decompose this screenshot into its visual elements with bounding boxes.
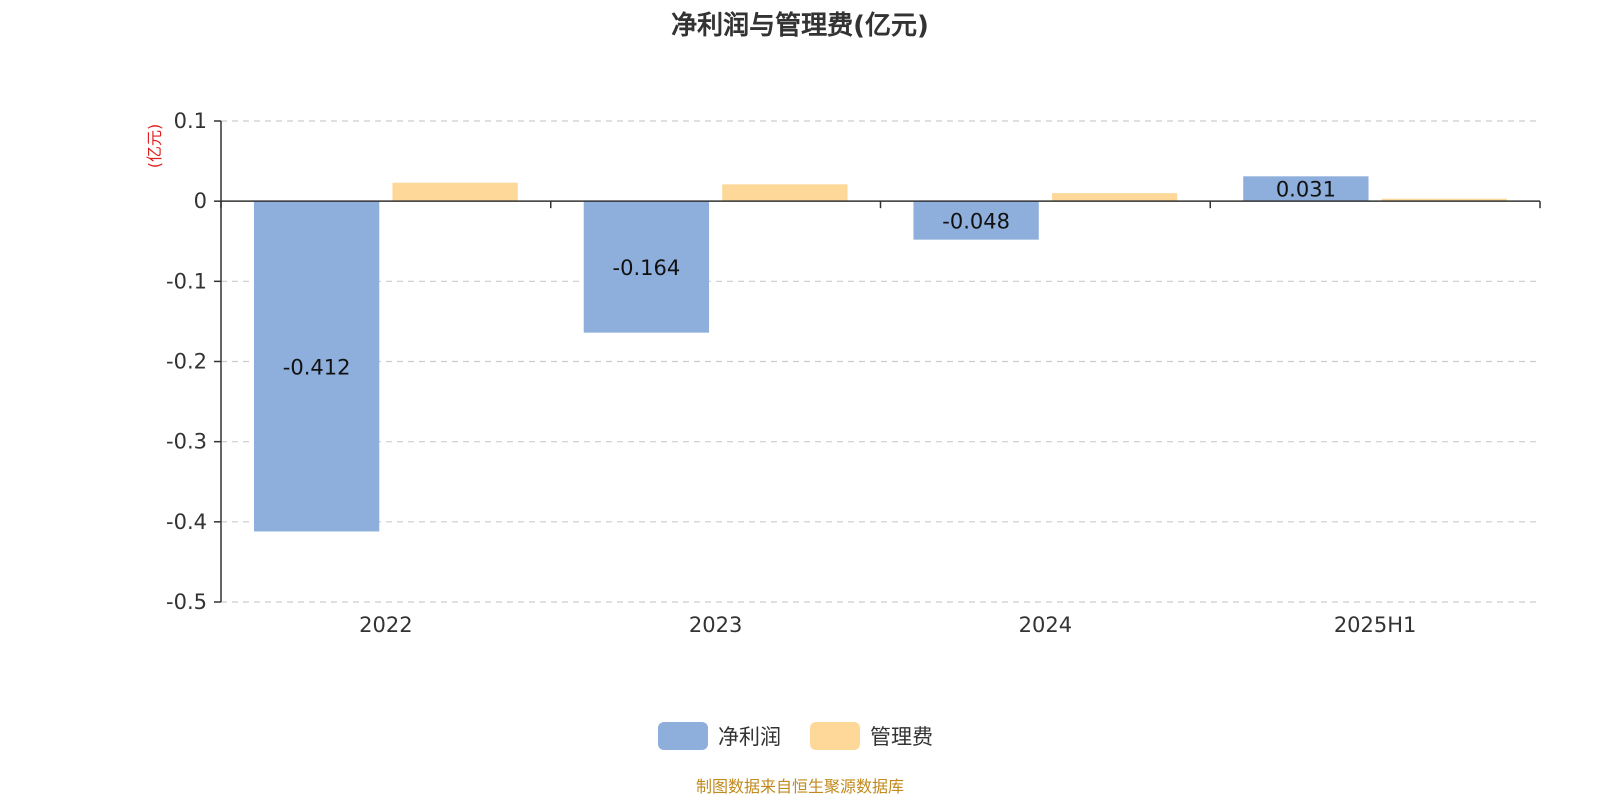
chart-title: 净利润与管理费(亿元) <box>671 10 929 41</box>
y-tick-label: 0.1 <box>174 109 207 133</box>
legend-swatch-admin-expense[interactable] <box>810 722 860 750</box>
bar-net-profit[interactable] <box>253 201 380 532</box>
bar-value-label: 0.031 <box>1276 178 1336 202</box>
bars <box>253 176 1508 532</box>
data-labels: -0.412 -0.164 -0.048 0.031 <box>283 178 1336 380</box>
y-tick-label: -0.5 <box>166 590 207 614</box>
legend: 净利润 管理费 <box>658 722 933 750</box>
bar-admin-expense[interactable] <box>392 182 518 202</box>
bar-admin-expense[interactable] <box>1051 193 1178 202</box>
bar-net-profit[interactable] <box>583 201 710 333</box>
data-source-note: 制图数据来自恒生聚源数据库 <box>696 777 904 796</box>
y-tick-label: -0.1 <box>166 269 207 293</box>
y-tick-label: 0 <box>194 189 207 213</box>
x-category-label: 2022 <box>359 613 412 637</box>
bar-value-label: -0.164 <box>613 256 681 280</box>
legend-label-admin-expense[interactable]: 管理费 <box>870 725 933 749</box>
legend-swatch-net-profit[interactable] <box>658 722 708 750</box>
y-tick-label: -0.4 <box>166 510 207 534</box>
y-tick-label: -0.3 <box>166 430 207 454</box>
y-axis-unit-label: (亿元) <box>145 124 164 169</box>
legend-label-net-profit[interactable]: 净利润 <box>718 725 781 749</box>
bar-net-profit[interactable] <box>913 201 1039 240</box>
axes: 0.1 0 -0.1 -0.2 -0.3 -0.4 -0.5 2022 2023 2024 2025… <box>166 109 1541 637</box>
x-category-label: 2024 <box>1019 613 1072 637</box>
bar-value-label: -0.048 <box>942 209 1010 233</box>
bar-net-profit[interactable] <box>1243 176 1369 202</box>
x-category-label: 2025H1 <box>1334 613 1417 637</box>
bar-value-label: -0.412 <box>283 355 351 379</box>
x-category-label: 2023 <box>689 613 742 637</box>
bar-admin-expense[interactable] <box>722 184 848 202</box>
y-tick-label: -0.2 <box>166 350 207 374</box>
bar-admin-expense[interactable] <box>1381 198 1508 202</box>
